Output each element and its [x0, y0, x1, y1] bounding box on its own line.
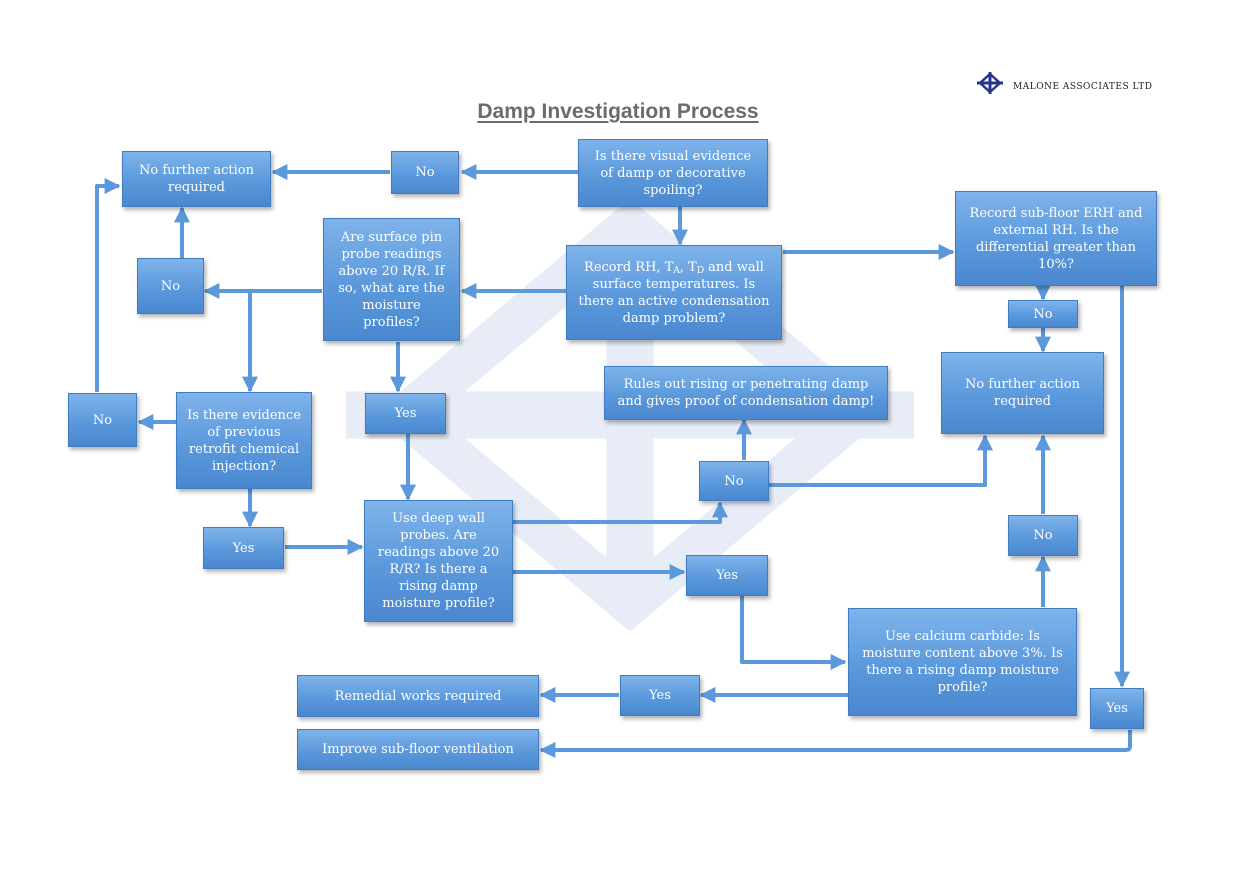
- yes-pin-box: Yes: [365, 393, 446, 434]
- q-carbide: Use calcium carbide: Is moisture content…: [848, 608, 1077, 716]
- yes-carbide-box: Yes: [620, 675, 700, 716]
- arrow-no-to-nfa1-loop: [95, 178, 121, 392]
- q-condensation: Record RH, TA, TD and wall surface tempe…: [566, 245, 782, 340]
- nfa-box-left: No further action required: [122, 151, 271, 207]
- yes-subfloor-box: Yes: [1090, 688, 1144, 729]
- page-title: Damp Investigation Process: [477, 100, 759, 123]
- remedial-box: Remedial works required: [297, 675, 539, 717]
- yes-retrofit-box: Yes: [203, 527, 284, 569]
- q-subfloor: Record sub-floor ERH and external RH. Is…: [955, 191, 1157, 286]
- no-retrofit-box: No: [68, 393, 137, 447]
- q-retrofit: Is there evidence of previous retrofit c…: [176, 392, 312, 489]
- yes-deep-box: Yes: [686, 555, 768, 596]
- arrow-yes-to-improve: [539, 730, 1132, 758]
- arrow-deep-to-no: [513, 501, 728, 524]
- q-pin-probe: Are surface pin probe readings above 20 …: [323, 218, 460, 341]
- no-subfloor-box: No: [1008, 300, 1078, 328]
- q-visual-evidence: Is there visual evidence of damp or deco…: [578, 139, 768, 207]
- arrow-no-to-nfa2: [769, 434, 993, 487]
- company-name: Malone Associates Ltd: [1013, 82, 1153, 92]
- q-deep-wall: Use deep wall probes. Are readings above…: [364, 500, 513, 622]
- logo-icon: [977, 72, 1003, 94]
- arrow-yes-to-carbide: [740, 596, 847, 670]
- nfa-box-right: No further action required: [941, 352, 1104, 434]
- improve-box: Improve sub-floor ventilation: [297, 729, 539, 770]
- rules-out-box: Rules out rising or penetrating damp and…: [604, 366, 888, 420]
- no-visual-box: No: [391, 151, 459, 194]
- no-carbide-box: No: [1008, 515, 1078, 556]
- no-deep-box: No: [699, 461, 769, 501]
- no-pin-box: No: [137, 258, 204, 314]
